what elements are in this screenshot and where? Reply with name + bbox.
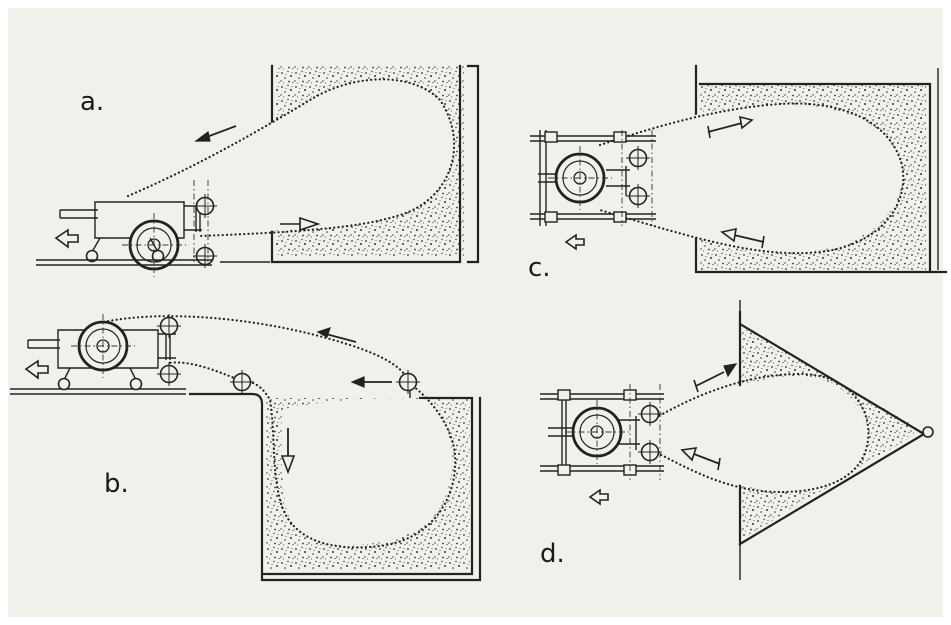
arrow-d-in [680,447,721,471]
wire-b [102,315,457,549]
winch-a [36,180,218,279]
pit-d-void [660,375,869,492]
wire-c [598,102,905,255]
panel-a: a. [36,64,480,279]
pit-c-void [620,104,902,253]
panel-c: c. [528,64,948,283]
arrow-b-return [316,327,357,343]
winch-b [27,312,182,391]
panel-label-c: c. [528,253,551,283]
pit-b-walls [188,392,482,582]
arrow-d-out [693,363,738,393]
arrow-c-in [720,227,765,249]
move-arrow-d [588,488,609,506]
arrow-a-return [194,125,237,142]
panel-label-b: b. [104,469,129,499]
panel-label-a: a. [80,87,104,117]
arrow-b-down [280,428,296,475]
panel-d: d. [540,300,934,580]
pit-b-void [281,398,452,546]
panel-label-d: d. [540,539,565,569]
arrow-b-pull [350,376,392,388]
move-arrow-a [54,228,79,249]
winch-d [540,384,664,480]
winch-c [530,130,656,226]
arrow-a-pull [280,216,321,232]
panel-b: b. [10,312,482,582]
wire-a [126,78,456,238]
pit-a-void [130,79,455,233]
move-arrow-c [564,233,585,251]
arrow-c-out [707,115,754,139]
move-arrow-b [24,359,49,380]
rail-a [36,259,212,266]
